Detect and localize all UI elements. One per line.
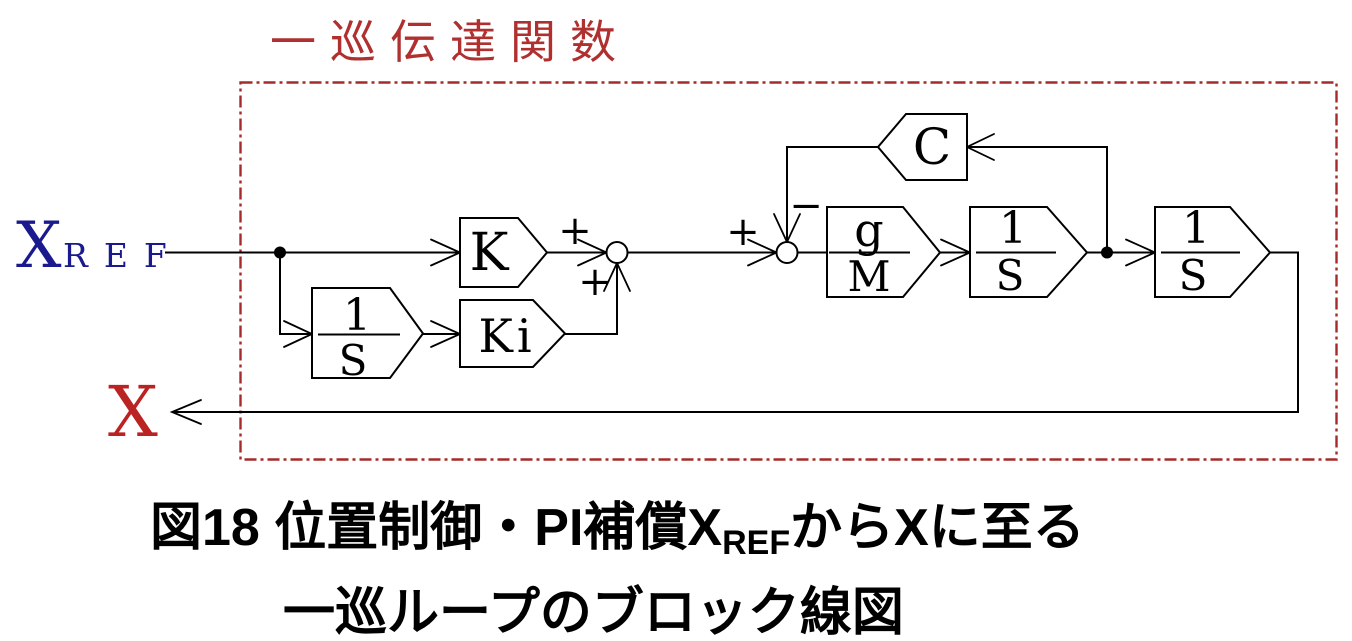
block-integrator-a-num: 1 bbox=[343, 290, 371, 341]
plus-sign-sum1-upper: + bbox=[558, 208, 592, 254]
input-label-subscript: REF bbox=[63, 236, 183, 275]
block-integrator-a-den: S bbox=[339, 336, 368, 385]
signal-wires bbox=[165, 146, 1299, 413]
block-integrator-b: 1 S bbox=[969, 203, 1089, 300]
loop-transfer-function-title: 一巡伝達関数 bbox=[270, 17, 630, 68]
figure-caption: 図18 位置制御・PI補償XREFからXに至る 一巡ループのブロック線図 bbox=[150, 493, 1085, 641]
block-integrator-c: 1 S bbox=[1154, 203, 1272, 300]
block-k-label: K bbox=[470, 223, 510, 283]
block-integrator-c-den: S bbox=[1179, 251, 1208, 300]
plus-sign-sum1-lower: + bbox=[578, 259, 612, 305]
block-k: K bbox=[459, 217, 549, 288]
caption-line1-post: からXに至る bbox=[790, 499, 1085, 557]
output-label-x: X bbox=[108, 371, 158, 453]
input-reference-label: X REF bbox=[16, 209, 183, 283]
arrow-output-x bbox=[169, 399, 202, 425]
caption-line2: 一巡ループのブロック線図 bbox=[283, 584, 904, 641]
block-g-over-m: g M bbox=[826, 203, 942, 301]
junction-signs: + + + − bbox=[558, 183, 823, 305]
block-integrator-b-den: S bbox=[996, 251, 1025, 300]
caption-line1-subscript: REF bbox=[722, 524, 791, 562]
input-label-x: X bbox=[16, 209, 62, 283]
branch-node-input bbox=[274, 246, 286, 259]
loop-boundary-box bbox=[239, 81, 1338, 461]
caption-line1: 図18 位置制御・PI補償XREFからXに至る bbox=[150, 493, 1085, 578]
summing-junction-2 bbox=[775, 241, 799, 264]
minus-sign-sum2-top: − bbox=[789, 183, 823, 229]
block-ki-label: Ki bbox=[478, 309, 535, 363]
block-integrator-b-num: 1 bbox=[999, 203, 1027, 254]
branch-node-velocity bbox=[1101, 246, 1113, 259]
block-gm-den: M bbox=[847, 252, 890, 301]
summing-junction-1 bbox=[605, 241, 629, 264]
block-ki: Ki bbox=[459, 299, 567, 368]
block-integrator-c-num: 1 bbox=[1182, 203, 1210, 254]
block-c-label: C bbox=[913, 118, 951, 176]
block-gm-num: g bbox=[854, 203, 883, 257]
plus-sign-sum2-left: + bbox=[726, 209, 760, 255]
block-c-feedback: C bbox=[876, 113, 968, 181]
block-integrator-a: 1 S bbox=[311, 287, 425, 385]
caption-line1-pre: 図18 位置制御・PI補償X bbox=[150, 499, 723, 557]
